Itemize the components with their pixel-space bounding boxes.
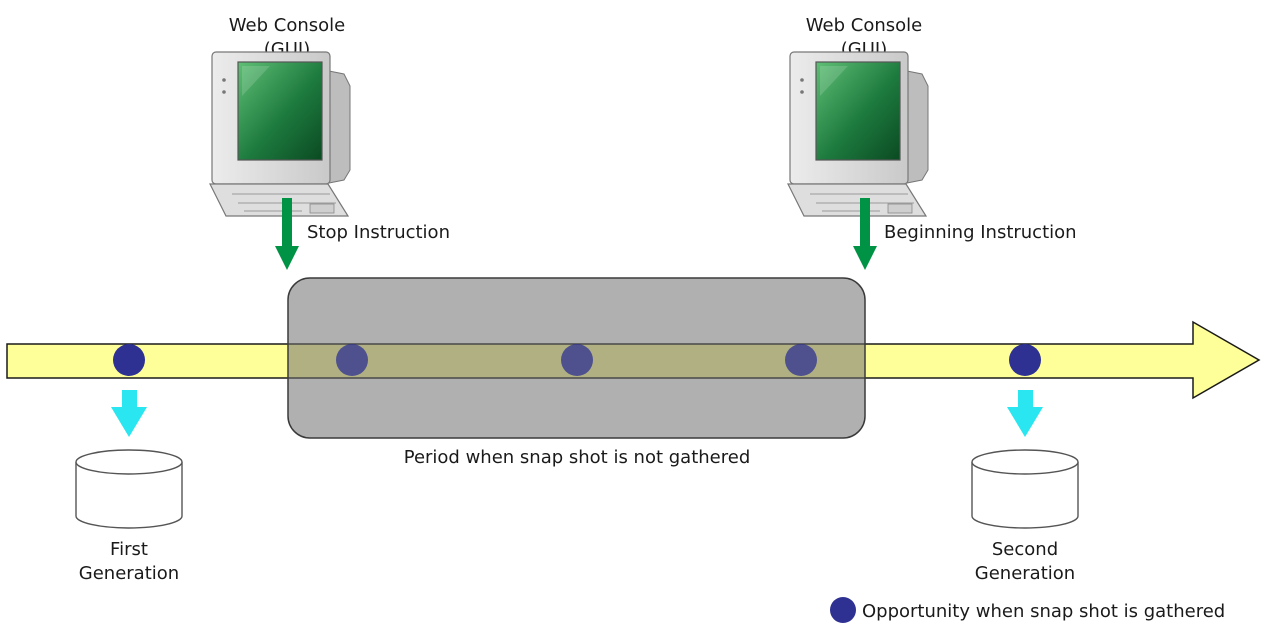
second-generation-label-line1: Second	[992, 539, 1058, 560]
no-snapshot-period-label: Period when snap shot is not gathered	[404, 447, 751, 468]
stop-instruction-label: Stop Instruction	[307, 222, 450, 243]
first-capture-arrow-icon	[111, 390, 147, 437]
left-console-title: Web Console	[229, 15, 345, 36]
snapshot-dot-2	[336, 344, 368, 376]
snapshot-dot-4	[785, 344, 817, 376]
snapshot-dot-5	[1009, 344, 1041, 376]
snapshot-dot-1	[113, 344, 145, 376]
snapshot-dot-3	[561, 344, 593, 376]
second-generation-database-icon	[971, 449, 1079, 529]
second-generation-label-line2: Generation	[975, 563, 1075, 584]
beginning-instruction-label: Beginning Instruction	[884, 222, 1077, 243]
right-computer-monitor-icon	[787, 51, 929, 217]
legend-label: Opportunity when snap shot is gathered	[862, 601, 1225, 622]
first-generation-label-line1: First	[110, 539, 148, 560]
first-generation-database-icon	[75, 449, 183, 529]
beginning-instruction-arrow-icon	[853, 198, 877, 270]
left-computer-monitor-icon	[209, 51, 351, 217]
legend-snapshot-dot-icon	[830, 597, 856, 623]
stop-instruction-arrow-icon	[275, 198, 299, 270]
second-capture-arrow-icon	[1007, 390, 1043, 437]
right-console-title: Web Console	[806, 15, 922, 36]
first-generation-label-line2: Generation	[79, 563, 179, 584]
